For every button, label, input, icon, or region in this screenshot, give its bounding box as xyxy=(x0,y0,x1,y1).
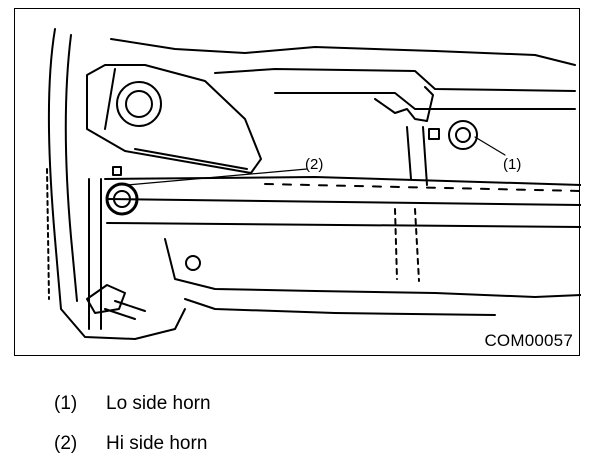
legend-item: (2) Hi side horn xyxy=(54,424,211,464)
legend-item: (1) Lo side horn xyxy=(54,384,211,424)
lower-frame xyxy=(164,238,581,298)
fog-lamp-inner xyxy=(125,90,153,118)
horn-bracket xyxy=(374,86,434,122)
grille-slats xyxy=(86,284,146,320)
callout-1-leader xyxy=(474,136,506,156)
hi-side-horn xyxy=(105,166,139,216)
bumper-side-dash xyxy=(46,168,50,300)
callout-2-label: (2) xyxy=(305,156,323,173)
lo-side-horn xyxy=(428,120,478,150)
legend-text: Lo side horn xyxy=(106,393,211,414)
headlamp-housing xyxy=(86,64,262,174)
legend-text: Hi side horn xyxy=(106,433,208,454)
bracket-stay xyxy=(406,126,428,186)
legend-number: (1) xyxy=(54,393,78,414)
reinforcement-beam-bottom xyxy=(106,222,581,228)
radiator-support-top-2 xyxy=(214,68,576,92)
figure-frame: (1) (2) COM00057 xyxy=(14,8,581,356)
vertical-stay-dash xyxy=(394,208,420,282)
figure-code: COM00057 xyxy=(484,331,573,350)
legend-number: (2) xyxy=(54,433,78,454)
radiator-support-top-3 xyxy=(274,92,576,110)
lower-bolt xyxy=(185,255,201,271)
reinforcement-beam-dash xyxy=(264,183,581,192)
headlamp-rim xyxy=(104,68,248,170)
radiator-support-top xyxy=(110,38,576,66)
lower-frame-2 xyxy=(184,298,496,316)
callout-2-leader xyxy=(126,168,308,186)
legend: (1) Lo side horn (2) Hi side horn xyxy=(54,384,211,464)
front-bumper-illustration: (1) (2) xyxy=(46,28,581,340)
bumper-side xyxy=(47,28,186,340)
reinforcement-beam-mid xyxy=(106,198,581,206)
bumper-side-inner xyxy=(64,34,78,302)
reinforcement-beam-top xyxy=(104,176,581,186)
callout-1-label: (1) xyxy=(503,156,521,173)
fog-lamp-outer xyxy=(116,81,162,127)
